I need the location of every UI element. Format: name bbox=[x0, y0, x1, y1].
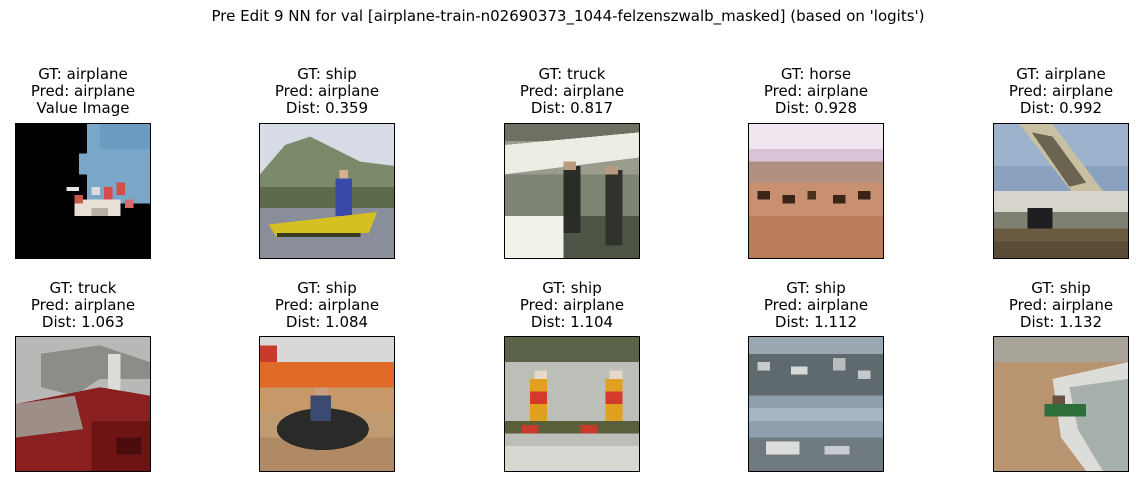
panel-pred-label: Pred: airplane bbox=[1008, 82, 1114, 100]
panel-info-label: Dist: 1.104 bbox=[530, 313, 614, 331]
panel-caption: GT: ship Pred: airplane Dist: 1.132 bbox=[953, 280, 1136, 331]
panel-gt-label: GT: truck bbox=[49, 279, 117, 297]
panel-pred-label: Pred: airplane bbox=[763, 82, 869, 100]
thumbnail-truck-red bbox=[15, 336, 151, 472]
thumbnail-ship-raft bbox=[259, 336, 395, 472]
panel-caption: GT: horse Pred: airplane Dist: 0.928 bbox=[708, 66, 924, 117]
panel-pred-label: Pred: airplane bbox=[274, 296, 380, 314]
panel-gt-label: GT: ship bbox=[786, 279, 846, 297]
panel-caption: GT: ship Pred: airplane Dist: 1.112 bbox=[708, 280, 924, 331]
panel-caption: GT: truck Pred: airplane Dist: 1.063 bbox=[0, 280, 191, 331]
panel-caption: GT: truck Pred: airplane Dist: 0.817 bbox=[464, 66, 680, 117]
thumbnail-truck-people bbox=[504, 123, 640, 259]
panel-gt-label: GT: horse bbox=[780, 65, 852, 83]
panel-caption: GT: ship Pred: airplane Dist: 0.359 bbox=[219, 66, 435, 117]
panel-info-label: Dist: 0.928 bbox=[774, 99, 858, 117]
panel-info-label: Dist: 0.359 bbox=[285, 99, 369, 117]
thumbnail-ship-yellow-boat bbox=[259, 123, 395, 259]
panel-gt-label: GT: ship bbox=[297, 279, 357, 297]
panel-gt-label: GT: ship bbox=[1031, 279, 1091, 297]
thumbnail-masked-airplane bbox=[15, 123, 151, 259]
panel-pred-label: Pred: airplane bbox=[30, 82, 136, 100]
panel-pred-label: Pred: airplane bbox=[1008, 296, 1114, 314]
panel-info-label: Dist: 0.992 bbox=[1019, 99, 1103, 117]
panel-gt-label: GT: ship bbox=[542, 279, 602, 297]
thumbnail-ship-harbor bbox=[748, 336, 884, 472]
panel-pred-label: Pred: airplane bbox=[30, 296, 136, 314]
panel-info-label: Dist: 0.817 bbox=[530, 99, 614, 117]
panel-gt-label: GT: ship bbox=[297, 65, 357, 83]
panel-info-label: Dist: 1.084 bbox=[285, 313, 369, 331]
panel-gt-label: GT: airplane bbox=[38, 65, 128, 83]
thumbnail-horse-field bbox=[748, 123, 884, 259]
thumbnail-ship-rowers bbox=[504, 336, 640, 472]
panel-caption: GT: ship Pred: airplane Dist: 1.104 bbox=[464, 280, 680, 331]
panel-caption: GT: airplane Pred: airplane Value Image bbox=[0, 66, 191, 117]
panel-info-label: Dist: 1.063 bbox=[41, 313, 125, 331]
thumbnail-airplane-tail bbox=[993, 123, 1129, 259]
figure-title: Pre Edit 9 NN for val [airplane-train-n0… bbox=[211, 7, 925, 25]
panel-gt-label: GT: truck bbox=[538, 65, 606, 83]
panel-pred-label: Pred: airplane bbox=[274, 82, 380, 100]
panel-gt-label: GT: airplane bbox=[1016, 65, 1106, 83]
panel-pred-label: Pred: airplane bbox=[519, 296, 625, 314]
panel-info-label: Dist: 1.132 bbox=[1019, 313, 1103, 331]
panel-caption: GT: ship Pred: airplane Dist: 1.084 bbox=[219, 280, 435, 331]
panel-pred-label: Pred: airplane bbox=[519, 82, 625, 100]
panel-caption: GT: airplane Pred: airplane Dist: 0.992 bbox=[953, 66, 1136, 117]
panel-pred-label: Pred: airplane bbox=[763, 296, 869, 314]
thumbnail-ship-beach bbox=[993, 336, 1129, 472]
panel-info-label: Value Image bbox=[36, 99, 130, 117]
panel-info-label: Dist: 1.112 bbox=[774, 313, 858, 331]
